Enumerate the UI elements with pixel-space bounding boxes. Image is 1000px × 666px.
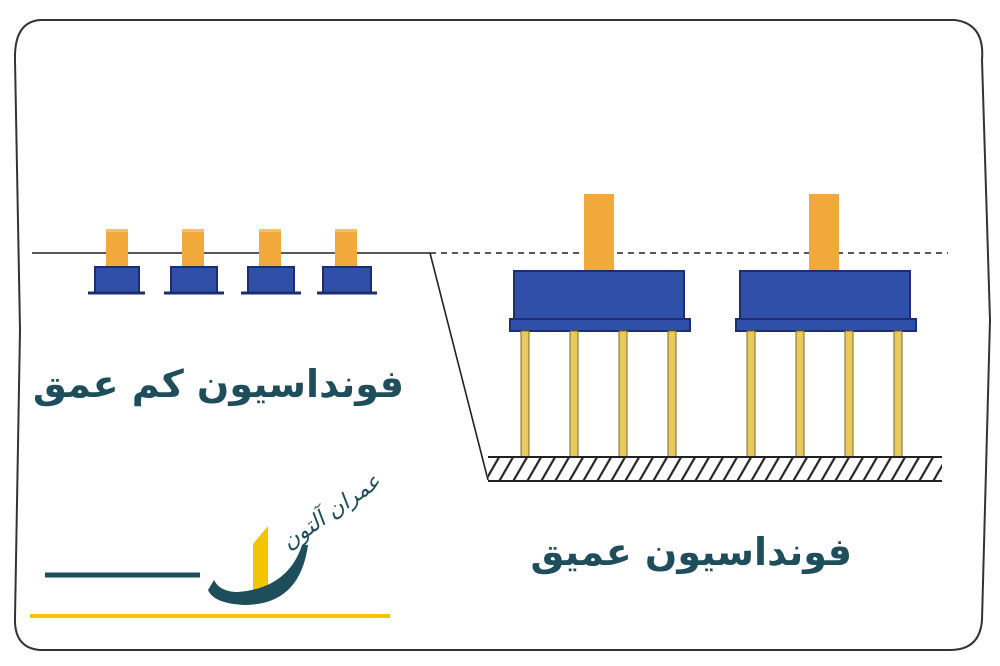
frame-border — [13, 19, 992, 651]
deep-pile-foundation — [509, 194, 691, 458]
deep-pile-foundation — [735, 194, 917, 458]
logo-mark-teal — [208, 545, 308, 605]
excavation-slope-line — [429, 252, 489, 481]
company-logo — [30, 526, 390, 618]
shallow-footing — [241, 229, 301, 295]
shallow-footing — [88, 229, 145, 295]
bearing-stratum — [488, 456, 942, 482]
shallow-foundation-label: فونداسیون کم عمق — [32, 362, 404, 406]
shallow-footing — [317, 229, 377, 295]
shallow-footing — [164, 229, 224, 295]
logo-mark-yellow — [253, 526, 268, 596]
deep-foundation-label: فونداسیون عمیق — [530, 530, 852, 574]
